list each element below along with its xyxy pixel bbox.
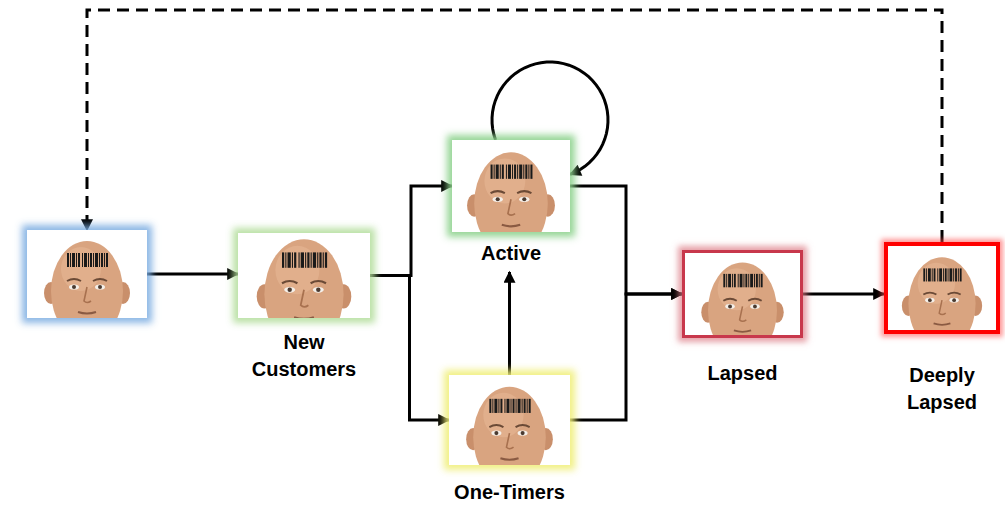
customer-stage: Lapsed (682, 250, 803, 387)
face-illustration (27, 230, 147, 318)
stage-label: New Customers (238, 329, 370, 383)
stage-label: One-Timers (449, 479, 570, 506)
face-illustration (449, 375, 570, 465)
customer-photo (682, 250, 803, 338)
customer-photo (884, 242, 1000, 334)
stage-label: Active (452, 240, 570, 267)
customer-stage: One-Timers (449, 375, 570, 506)
flow-arrow (147, 273, 238, 276)
stage-label: Lapsed (682, 360, 803, 387)
customer-stage: Active (452, 140, 570, 267)
flow-arrow (508, 272, 511, 375)
customer-stage: New Customers (238, 233, 370, 383)
flow-arrow (370, 276, 449, 421)
face-illustration (685, 253, 800, 335)
stage-label: Deeply Lapsed (884, 362, 1000, 416)
face-illustration (452, 140, 570, 232)
customer-photo (238, 233, 370, 318)
flow-arrow (570, 294, 682, 420)
customer-photo (449, 375, 570, 465)
flow-arrow (370, 186, 452, 276)
flow-arrow (570, 186, 682, 294)
flow-arrow (803, 293, 884, 296)
customer-stage (27, 230, 147, 318)
face-illustration (888, 246, 996, 330)
customer-photo (27, 230, 147, 318)
face-illustration (238, 233, 370, 318)
customer-photo (452, 140, 570, 232)
customer-stage: Deeply Lapsed (884, 242, 1000, 416)
